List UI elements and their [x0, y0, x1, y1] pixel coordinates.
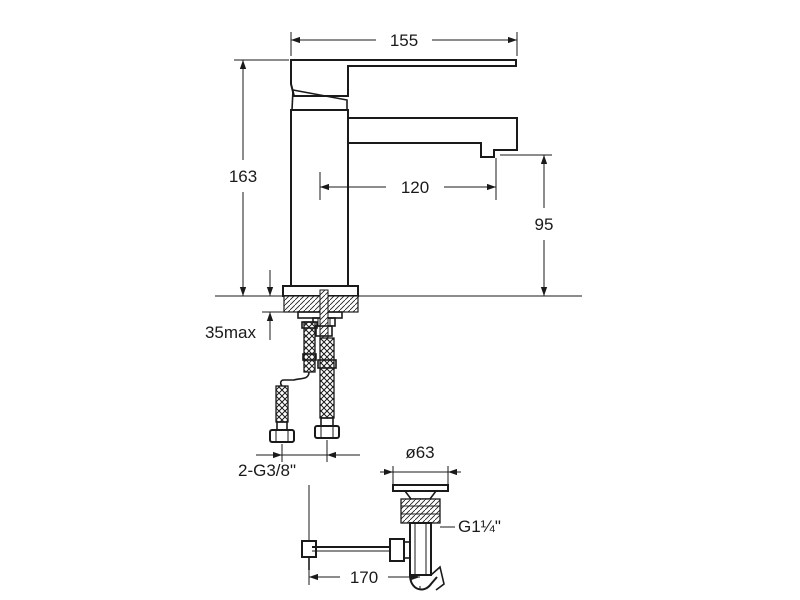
- dim-hose-connection: 2-G3/8": [238, 461, 296, 480]
- faucet-body: [215, 59, 582, 297]
- dim-waste-reach: 170: [350, 568, 378, 587]
- hose-left-upper: [303, 321, 316, 373]
- dim-spout-height: 95: [535, 215, 554, 234]
- lift-rod-clamp: [301, 540, 317, 558]
- dim-deck-thickness: 35max: [205, 323, 257, 342]
- dimension-lines: [234, 32, 552, 590]
- hose-right-nut: [314, 425, 340, 439]
- waste-tail: [409, 522, 432, 576]
- handle-collar: [291, 89, 348, 111]
- under-deck-fixing: [283, 289, 359, 343]
- dim-waste-thread: G1¼": [458, 517, 501, 536]
- dim-waste-diameter: ø63: [405, 443, 434, 462]
- hose-left-nut: [269, 429, 295, 443]
- hose-right: [319, 337, 335, 419]
- popup-waste: [301, 484, 449, 591]
- spout: [348, 117, 518, 158]
- hose-left-lower: [275, 385, 289, 423]
- waste-cap: [392, 484, 449, 492]
- lever-handle: [290, 59, 517, 97]
- hose-left-bend: [279, 371, 310, 387]
- supply-hoses: [269, 321, 340, 443]
- waste-body: [400, 498, 441, 524]
- dim-total-length: 155: [390, 31, 418, 50]
- threaded-stud: [319, 289, 329, 343]
- dim-total-height: 163: [229, 167, 257, 186]
- dim-spout-reach: 120: [401, 178, 429, 197]
- waste-side-connector: [389, 538, 405, 562]
